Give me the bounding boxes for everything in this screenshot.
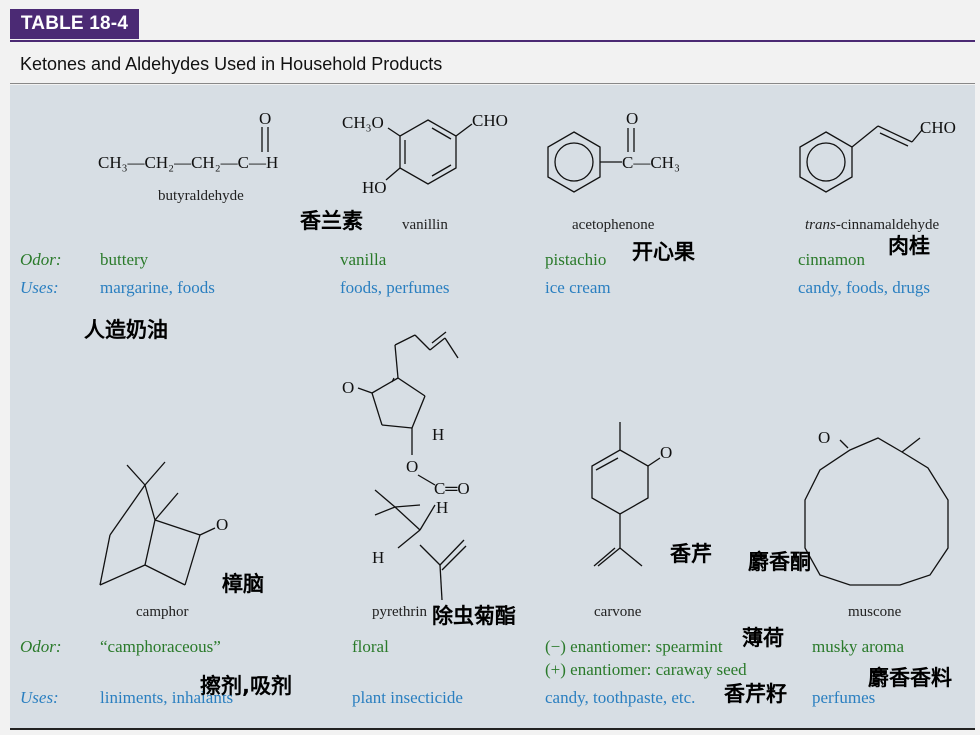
- compound-name: camphor: [136, 604, 189, 620]
- pyrethrin-ketone-oxygen: O: [342, 378, 354, 397]
- odor-value: (+) enantiomer: caraway seed: [545, 660, 747, 679]
- butyraldehyde-chain: CH₃—CH₂—CH₂—C—H: [98, 153, 278, 172]
- pyrethrin-structure: [357, 331, 467, 601]
- odor-value: musky aroma: [812, 637, 905, 656]
- muscone-oxygen: O: [818, 428, 830, 447]
- content-panel: [10, 85, 975, 728]
- uses-label: Uses:: [20, 278, 59, 297]
- vanillin-ring: [385, 119, 473, 185]
- odor-label: Odor:: [20, 250, 62, 269]
- acetophenone-oxygen: O: [626, 109, 638, 128]
- cinnamaldehyde-structure: [799, 125, 923, 193]
- annotation-mint: 薄荷: [742, 626, 784, 650]
- pyrethrin-h2: H: [436, 498, 448, 517]
- uses-value: margarine, foods: [100, 278, 215, 297]
- cinnamaldehyde-aldehyde: CHO: [920, 118, 956, 137]
- annotation-butter: 人造奶油: [84, 318, 168, 342]
- table-title: Ketones and Aldehydes Used in Household …: [20, 54, 443, 74]
- pyrethrin-ester-carbon: C═O: [434, 479, 470, 498]
- butyraldehyde-oxygen: O: [259, 109, 271, 128]
- camphor-structure: [99, 461, 216, 586]
- odor-label: Odor:: [20, 637, 62, 656]
- odor-value: buttery: [100, 250, 149, 269]
- pyrethrin-h1: H: [432, 425, 444, 444]
- camphor-oxygen: O: [216, 515, 228, 534]
- uses-value: foods, perfumes: [340, 278, 450, 297]
- vanillin-hydroxyl: HO: [362, 178, 387, 197]
- annotation-liniments: 擦剂,吸剂: [200, 674, 292, 698]
- uses-label: Uses:: [20, 688, 59, 707]
- carvone-oxygen: O: [660, 443, 672, 462]
- muscone-ring: [804, 437, 949, 586]
- acetophenone-structure: [547, 128, 635, 193]
- bottom-rule: [10, 728, 975, 730]
- annotation-cinnamon: 肉桂: [888, 234, 930, 258]
- annotation-pyrethrin: 除虫菊酯: [432, 604, 516, 628]
- uses-value: candy, foods, drugs: [798, 278, 931, 297]
- uses-value: plant insecticide: [352, 688, 463, 707]
- odor-value: vanilla: [340, 250, 387, 269]
- uses-value: ice cream: [545, 278, 611, 297]
- annotation-vanillin: 香兰素: [300, 209, 363, 233]
- acetophenone-tail: C—CH₃: [622, 153, 680, 172]
- carvone-structure: [591, 422, 661, 567]
- annotation-carvone: 香芹: [670, 542, 712, 566]
- compound-name: pyrethrin: [372, 604, 427, 620]
- compound-name: trans-cinnamaldehyde: [805, 217, 940, 233]
- compound-name: butyraldehyde: [158, 188, 244, 204]
- pyrethrin-h3: H: [372, 548, 384, 567]
- uses-value: candy, toothpaste, etc.: [545, 688, 696, 707]
- annotation-pistachio: 开心果: [632, 240, 695, 264]
- compound-name: acetophenone: [572, 217, 655, 233]
- uses-value: perfumes: [812, 688, 876, 707]
- annotation-caraway: 香芹籽: [724, 682, 787, 706]
- title-rule: [10, 83, 975, 84]
- odor-value: “camphoraceous”: [100, 637, 221, 656]
- annotation-muscone: 麝香酮: [748, 550, 811, 574]
- compound-name: muscone: [848, 604, 902, 620]
- compound-name: carvone: [594, 604, 642, 620]
- odor-value: cinnamon: [798, 250, 866, 269]
- odor-value: floral: [352, 637, 389, 656]
- annotation-camphor: 樟脑: [222, 572, 264, 596]
- vanillin-methoxy: CH₃O: [342, 113, 384, 132]
- vanillin-aldehyde: CHO: [472, 111, 508, 130]
- uses-value: liniments, inhalants: [100, 688, 234, 707]
- annotation-musk-perfume: 麝香香料: [868, 666, 952, 690]
- odor-value: pistachio: [545, 250, 607, 269]
- pyrethrin-ester-oxygen: O: [406, 457, 418, 476]
- compound-name: vanillin: [402, 217, 448, 233]
- odor-value: (−) enantiomer: spearmint: [545, 637, 723, 656]
- header-rule: [10, 40, 975, 42]
- table-tag: TABLE 18-4: [10, 9, 139, 39]
